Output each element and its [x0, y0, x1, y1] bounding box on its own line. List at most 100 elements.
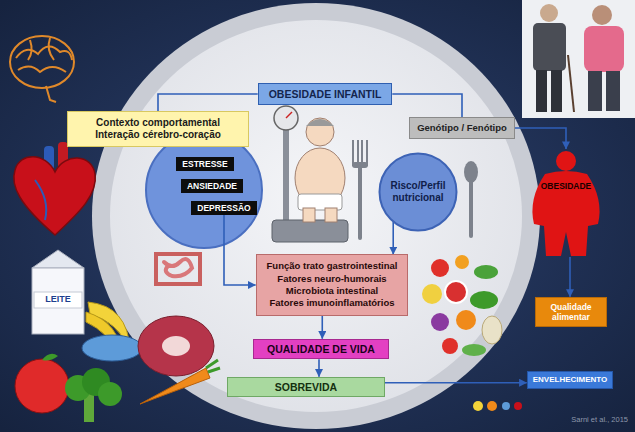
node-text: Função trato gastrointestinal: [267, 260, 398, 272]
node-text: Microbiota intestinal: [267, 285, 398, 297]
food-group-left: [32, 268, 84, 334]
fork: [352, 162, 368, 168]
genotype-box: Genótipo / Fenótipo: [409, 117, 515, 138]
food-group-right: [470, 291, 498, 309]
elderly-couple: [522, 0, 635, 118]
food-group-right: [431, 259, 449, 277]
obesity-silhouette: OBESIDADE: [527, 149, 605, 257]
food-group-right: [482, 316, 502, 344]
food-group-right: [442, 338, 458, 354]
node-text: SOBREVIDA: [234, 381, 378, 394]
node-text: ANSIEDADE: [187, 181, 237, 191]
elderly-couple: [606, 71, 620, 111]
context-box: Contexto comportamentalInteração cérebro…: [67, 111, 249, 147]
child-on-scale: [286, 112, 292, 118]
aging-box: ENVELHECIMENTO: [527, 371, 614, 389]
food-group-right: [474, 265, 498, 279]
food-quality-box: Qualidade alimentar: [535, 297, 607, 327]
child-on-scale: [306, 118, 334, 146]
food-group-left: [32, 250, 84, 268]
heart-drawing: [14, 142, 96, 235]
node-text: OBESIDADE INFANTIL: [269, 88, 382, 101]
flow-connector: [569, 257, 571, 297]
food-group-right: [445, 281, 467, 303]
elderly-couple: [588, 71, 602, 111]
food-group-right: [455, 255, 469, 269]
intestine-drawing: [156, 254, 200, 284]
spoon: [464, 161, 478, 183]
node-text: Risco/Perfil nutricional: [385, 180, 451, 204]
brain-drawing: [28, 38, 54, 60]
food-group-left: [138, 316, 214, 376]
brain-drawing: [18, 66, 66, 72]
emotion-box: ESTRESSE: [176, 157, 233, 171]
node-text: Qualidade alimentar: [539, 302, 603, 322]
food-group-left: [42, 354, 58, 361]
node-text: Contexto comportamental: [76, 117, 240, 129]
food-group-left: [34, 292, 82, 308]
node-text: DEPRESSÃO: [197, 203, 250, 213]
emotion-box: DEPRESSÃO: [191, 201, 256, 215]
circle-shape: [380, 154, 457, 231]
heart-drawing: [14, 157, 96, 235]
node-text: Interação cérebro-coração: [76, 129, 240, 141]
emotion-box: ANSIEDADE: [181, 179, 243, 193]
quality-life-box: QUALIDADE DE VIDA: [253, 339, 389, 360]
spoon: [469, 180, 473, 238]
carton-label: LEITE: [45, 295, 71, 305]
food-group-left: [15, 250, 220, 422]
node-text: Fatores neuro-humorais: [267, 273, 398, 285]
flow-connector: [318, 359, 320, 376]
small-icons: [473, 401, 522, 411]
flow-connector: [224, 215, 256, 285]
food-group-left: [82, 335, 142, 361]
fork: [358, 166, 362, 240]
food-group-left: [140, 368, 210, 404]
node-text: QUALIDADE DE VIDA: [260, 343, 382, 356]
child-on-scale: [272, 106, 348, 242]
elderly-couple: [536, 70, 547, 112]
silhouette-head: [556, 151, 576, 171]
plate: [110, 20, 522, 412]
elderly-couple: [522, 0, 635, 118]
intestine-drawing: [164, 259, 192, 276]
node-text: OBESIDADE: [527, 181, 605, 191]
child-on-scale: [306, 119, 334, 126]
brain-drawing: [16, 46, 72, 60]
food-group-left: [98, 382, 122, 406]
elderly-couple: [568, 55, 574, 112]
small-icons: [487, 401, 497, 411]
food-group-left: [162, 336, 190, 356]
heart-drawing: [35, 180, 46, 220]
brain-drawing: [10, 36, 74, 102]
food-group-left: [15, 359, 69, 413]
flow-connector: [392, 221, 394, 254]
elderly-couple: [592, 5, 612, 25]
plate-rim: [92, 3, 540, 429]
node-text: ESTRESSE: [182, 159, 227, 169]
food-group-right: [422, 255, 502, 356]
brain-drawing: [46, 86, 56, 102]
silhouette-outline: [527, 149, 605, 257]
small-icons: [514, 402, 522, 410]
flow-connector: [392, 94, 462, 117]
elderly-couple: [533, 23, 566, 71]
elderly-couple: [584, 26, 624, 72]
food-group-right: [456, 310, 476, 330]
food-group-right: [422, 284, 442, 304]
child-on-scale: [325, 208, 337, 222]
fork: [366, 140, 368, 166]
node-text: Fatores imunoinflamatórios: [267, 297, 398, 309]
flow-connector: [158, 94, 258, 111]
factors-box: Função trato gastrointestinalFatores neu…: [256, 254, 409, 315]
fork: [352, 140, 354, 166]
small-icons: [502, 402, 510, 410]
brain-drawing: [10, 36, 74, 88]
node-text: ENVELHECIMENTO: [533, 375, 608, 385]
food-group-left: [206, 360, 220, 372]
fork: [352, 140, 368, 240]
intestine-drawing: [156, 254, 200, 284]
emotion-circle: [146, 132, 262, 248]
